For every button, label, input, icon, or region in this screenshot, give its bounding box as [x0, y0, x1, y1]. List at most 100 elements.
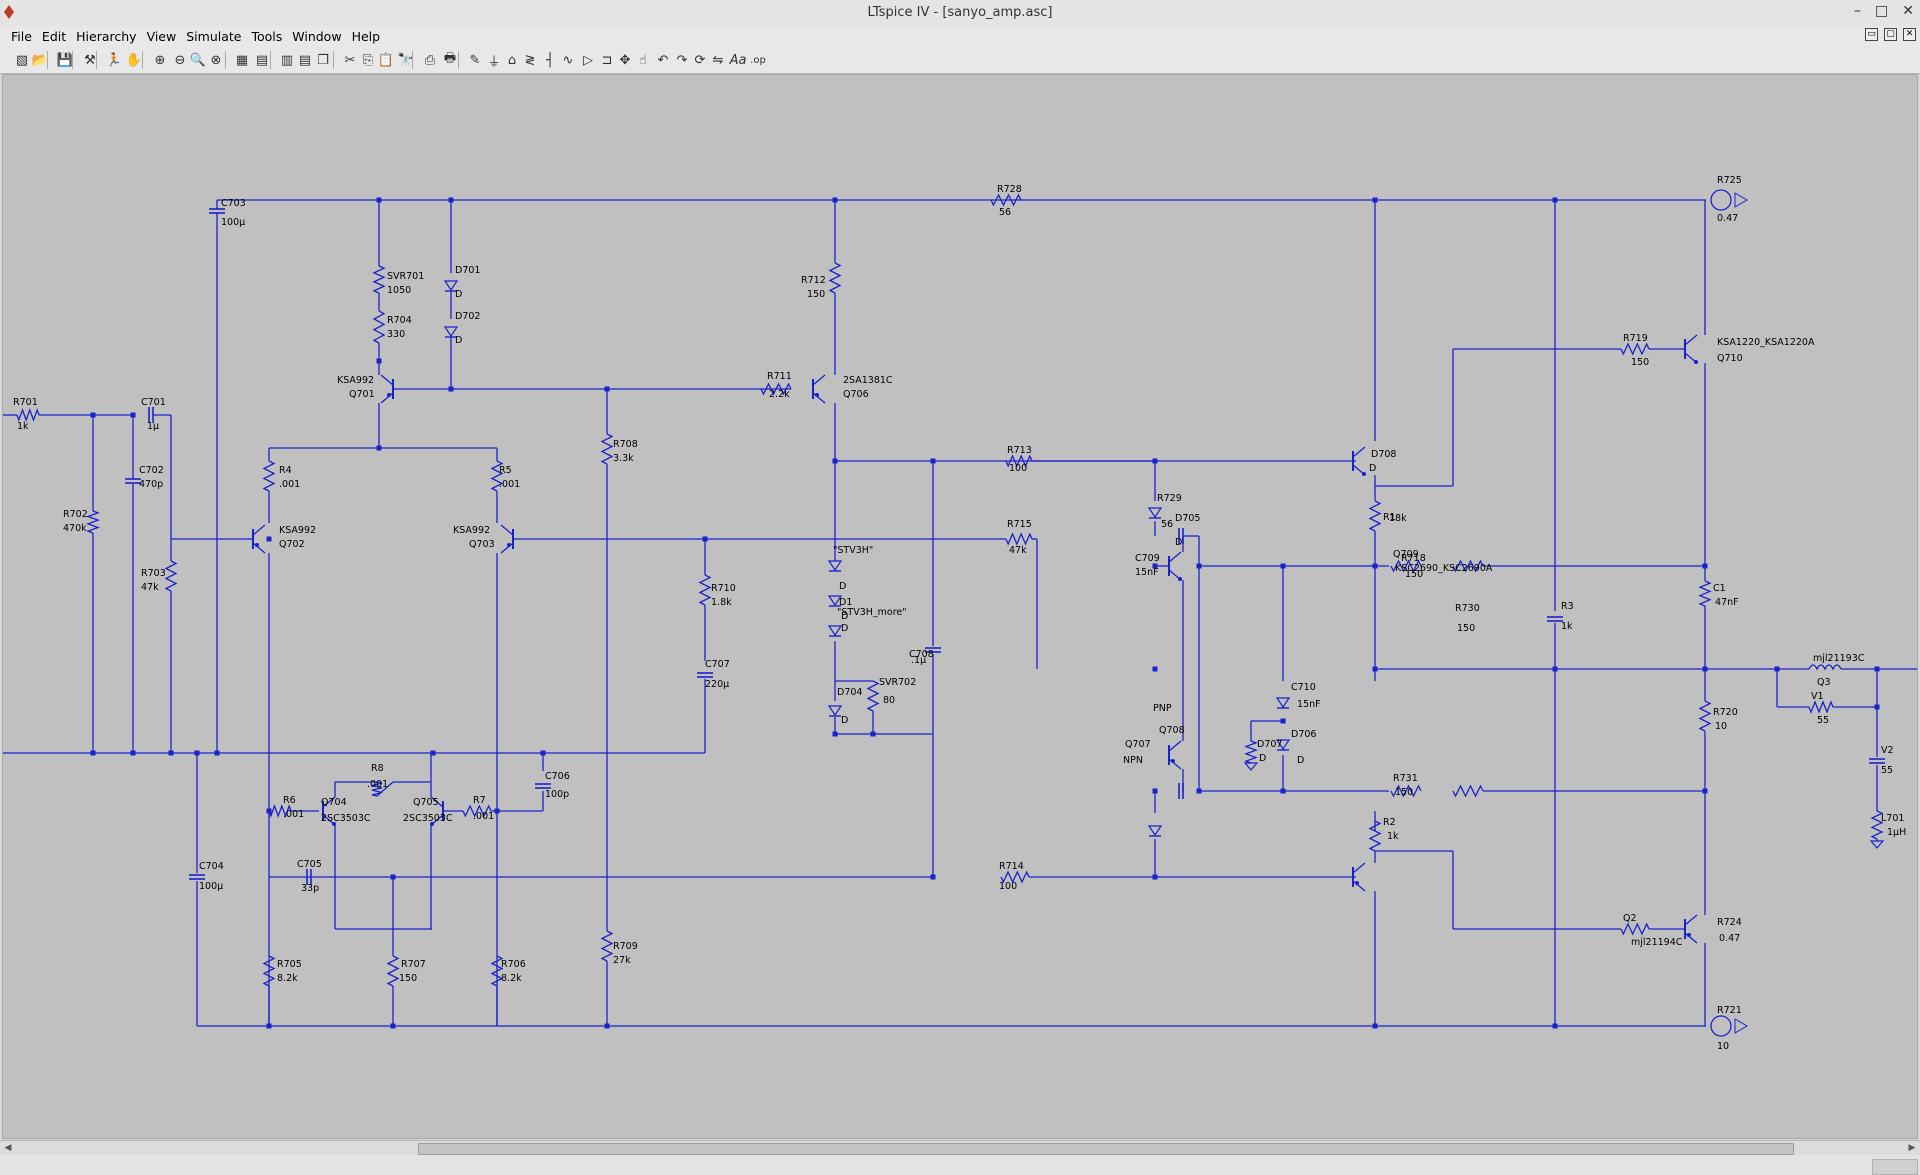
transistor[interactable] — [252, 542, 266, 554]
resistor[interactable] — [1390, 559, 1422, 573]
resistor[interactable] — [990, 193, 1022, 207]
junction-dot[interactable] — [1702, 563, 1708, 569]
diode[interactable] — [1147, 825, 1163, 837]
inductor[interactable] — [1808, 664, 1842, 671]
voltage-source-v1[interactable] — [1734, 192, 1748, 208]
transistor-arrow[interactable] — [1171, 759, 1175, 763]
open-icon[interactable]: 📂 — [31, 52, 49, 68]
junction-dot[interactable] — [266, 808, 272, 814]
transistor[interactable] — [812, 374, 826, 386]
menu-edit[interactable]: Edit — [41, 29, 67, 44]
zoom-out-icon[interactable]: ⊖ — [174, 52, 186, 68]
menu-simulate[interactable]: Simulate — [186, 29, 242, 44]
diode[interactable] — [443, 326, 459, 338]
transistor[interactable] — [1168, 758, 1182, 770]
voltage-source-v2[interactable] — [1734, 1018, 1748, 1034]
resistor[interactable] — [372, 310, 386, 344]
junction-dot[interactable] — [870, 731, 876, 737]
ground-icon[interactable]: ⏚ — [487, 54, 501, 70]
resistor[interactable] — [1808, 700, 1834, 714]
resistor[interactable] — [371, 781, 383, 797]
junction-dot[interactable] — [930, 458, 936, 464]
resistor[interactable] — [1452, 784, 1484, 798]
junction-dot[interactable] — [90, 750, 96, 756]
paste-icon[interactable]: 📋 — [377, 52, 395, 68]
resistor[interactable] — [268, 804, 292, 818]
resistor[interactable] — [1005, 454, 1033, 468]
junction-dot[interactable] — [494, 808, 500, 814]
transistor[interactable] — [1684, 334, 1698, 346]
label-net-icon[interactable]: ⌂ — [507, 52, 517, 68]
junction-dot[interactable] — [390, 1023, 396, 1029]
junction-dot[interactable] — [832, 197, 838, 203]
print-setup-icon[interactable]: ⎙ — [424, 52, 436, 68]
menu-tools[interactable]: Tools — [251, 29, 283, 44]
resistor[interactable] — [490, 460, 504, 492]
voltage-source-v2[interactable] — [1710, 1015, 1732, 1037]
transistor-arrow[interactable] — [1178, 577, 1182, 581]
draw-wire-icon[interactable]: ✎ — [469, 52, 481, 68]
junction-dot[interactable] — [1552, 666, 1558, 672]
junction-dot[interactable] — [1874, 666, 1880, 672]
mdi-maximize-button[interactable]: ▢ — [1884, 28, 1897, 41]
resistor[interactable] — [1000, 870, 1030, 884]
diode-icon[interactable]: ▷ — [583, 52, 593, 68]
resistor[interactable] — [1005, 532, 1033, 546]
transistor-arrow[interactable] — [1362, 472, 1366, 476]
transistor[interactable] — [1168, 740, 1182, 752]
resistor[interactable] — [1390, 784, 1422, 798]
junction-dot[interactable] — [376, 197, 382, 203]
schematic-drawing[interactable]: R7011kC7011µR702470kC702470pR70347kC7031… — [1, 75, 1917, 1138]
diode[interactable] — [827, 595, 843, 607]
transistor[interactable] — [380, 374, 394, 386]
menu-file[interactable]: File — [11, 29, 32, 44]
transistor[interactable] — [430, 796, 444, 808]
transistor[interactable] — [1352, 446, 1366, 458]
menu-hierarchy[interactable]: Hierarchy — [76, 29, 137, 44]
junction-dot[interactable] — [1280, 718, 1286, 724]
save-icon[interactable]: 💾 — [56, 52, 74, 68]
junction-dot[interactable] — [1280, 563, 1286, 569]
transistor-arrow[interactable] — [507, 543, 511, 547]
resistor-icon[interactable]: ≷ — [524, 52, 536, 68]
transistor[interactable] — [1352, 862, 1366, 874]
resistor[interactable] — [1368, 820, 1382, 852]
resistor[interactable] — [600, 930, 614, 962]
view-fit-icon[interactable]: ▤ — [255, 52, 269, 68]
junction-dot[interactable] — [168, 750, 174, 756]
junction-dot[interactable] — [266, 1023, 272, 1029]
junction-dot[interactable] — [832, 731, 838, 737]
horizontal-scrollbar[interactable]: ◀ ▶ — [0, 1140, 1920, 1155]
junction-dot[interactable] — [194, 750, 200, 756]
junction-dot[interactable] — [130, 750, 136, 756]
junction-dot[interactable] — [1152, 458, 1158, 464]
diode[interactable] — [1147, 507, 1163, 519]
copy-icon[interactable]: ⎘ — [362, 52, 374, 68]
new-schematic-icon[interactable]: ▧ — [15, 52, 29, 68]
junction-dot[interactable] — [90, 412, 96, 418]
resistor[interactable] — [386, 955, 400, 987]
scrollbar-thumb[interactable] — [418, 1143, 1794, 1155]
minimize-button[interactable]: – — [1854, 3, 1862, 19]
junction-dot[interactable] — [1196, 788, 1202, 794]
undo-icon[interactable]: ↶ — [657, 52, 669, 68]
junction-dot[interactable] — [604, 386, 610, 392]
mirror-icon[interactable]: ⇋ — [712, 52, 724, 68]
ltspice-app-icon[interactable] — [4, 5, 14, 19]
resistor[interactable] — [262, 955, 276, 987]
junction-dot[interactable] — [1372, 563, 1378, 569]
ground-icon[interactable] — [1243, 762, 1259, 771]
transistor-arrow[interactable] — [255, 543, 259, 547]
move-icon[interactable]: ✥ — [619, 52, 631, 68]
junction-dot[interactable] — [1874, 704, 1880, 710]
transistor[interactable] — [252, 524, 266, 536]
component-icon[interactable]: ⊐ — [601, 52, 613, 68]
junction-dot[interactable] — [1774, 666, 1780, 672]
junction-dot[interactable] — [1372, 666, 1378, 672]
junction-dot[interactable] — [130, 412, 136, 418]
junction-dot[interactable] — [430, 750, 436, 756]
menu-window[interactable]: Window — [292, 29, 342, 44]
resistor[interactable] — [1698, 580, 1712, 607]
transistor[interactable] — [500, 542, 514, 554]
junction-dot[interactable] — [1152, 563, 1158, 569]
